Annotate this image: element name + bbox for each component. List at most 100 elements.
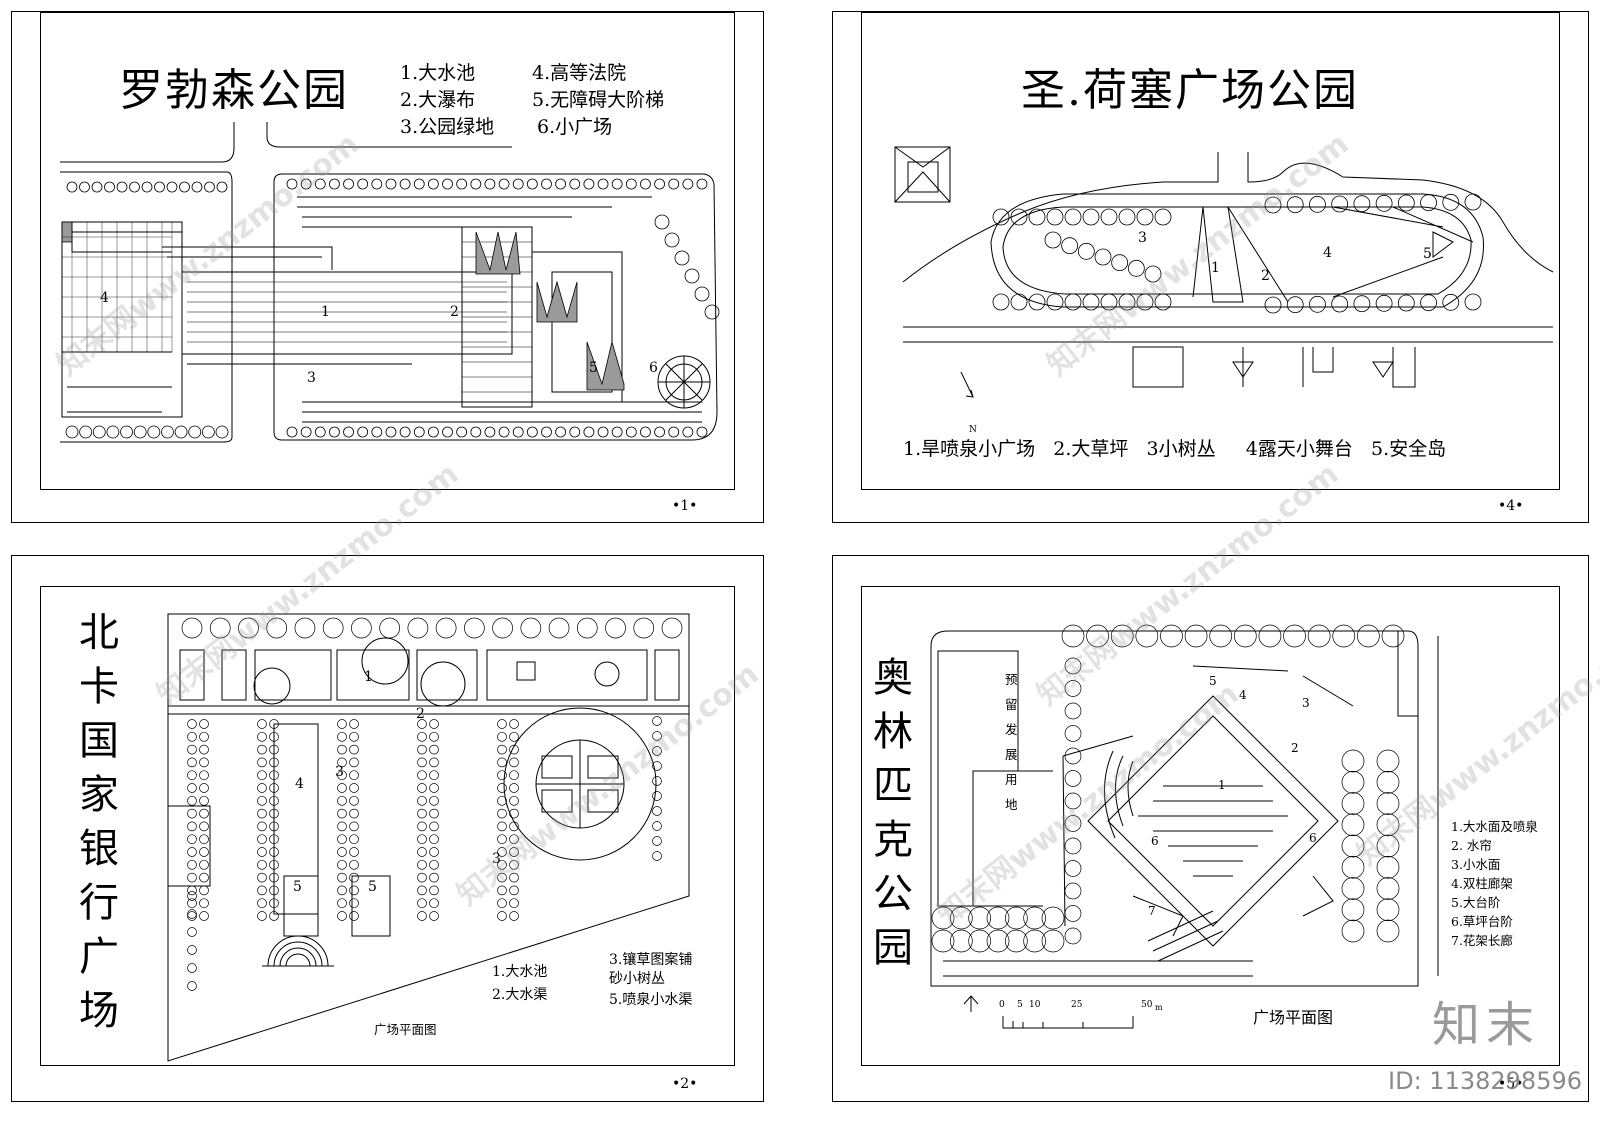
tree-symbol xyxy=(1064,770,1082,787)
tree-symbol xyxy=(931,929,955,953)
page-number: •5• xyxy=(1498,1076,1524,1092)
tree-symbol xyxy=(949,929,973,953)
tree-symbol xyxy=(269,795,279,806)
tree-symbol xyxy=(435,617,457,639)
map-label: 5 xyxy=(589,360,598,376)
tree-symbol xyxy=(1135,624,1159,648)
tree-symbol xyxy=(187,963,197,973)
tree-symbol xyxy=(1046,208,1064,226)
tree-symbol xyxy=(371,178,383,190)
tree-symbol xyxy=(92,425,106,439)
page-number: •4• xyxy=(1498,498,1524,514)
legend-item: 5.喷泉小水渠 xyxy=(609,992,693,1008)
tree-symbol xyxy=(541,426,552,438)
tree-symbol xyxy=(187,821,197,832)
tree-symbol xyxy=(654,426,665,438)
tree-symbol xyxy=(269,859,279,870)
tree-symbol xyxy=(417,885,427,896)
tree-symbol xyxy=(204,181,215,193)
tree-symbol xyxy=(349,885,359,896)
tree-symbol xyxy=(497,885,507,896)
tree-symbol xyxy=(417,821,427,832)
tree-symbol xyxy=(337,757,347,768)
reserved-char: 预 xyxy=(1005,672,1018,687)
tree-symbol xyxy=(417,731,427,742)
tree-symbol xyxy=(427,426,439,438)
tree-symbol xyxy=(1464,193,1482,211)
tree-symbol xyxy=(1341,813,1365,837)
map-label: 4 xyxy=(1323,245,1332,261)
tree-symbol xyxy=(497,821,507,832)
tree-symbol xyxy=(357,178,369,190)
tree-symbol xyxy=(429,911,439,921)
tree-symbol xyxy=(1077,242,1095,260)
tree-symbol xyxy=(470,426,482,438)
tree-symbol xyxy=(597,426,609,438)
tree-symbol xyxy=(269,719,279,729)
tree-symbol xyxy=(654,178,665,190)
tree-symbol xyxy=(1082,208,1100,226)
tree-symbol xyxy=(548,617,570,639)
map-label: 3 xyxy=(1138,230,1147,246)
tree-symbol xyxy=(199,795,209,806)
tree-symbol xyxy=(429,885,439,896)
site-plan-olympic xyxy=(930,624,1439,1029)
tree-symbol xyxy=(1376,813,1400,837)
tree-symbol xyxy=(266,617,288,639)
tree-symbol xyxy=(187,808,197,819)
legend-item: 6.草坪台阶 xyxy=(1451,914,1513,929)
tree-symbol xyxy=(456,426,468,438)
tree-symbol xyxy=(1061,237,1079,255)
tree-symbol xyxy=(1111,254,1129,272)
tree-symbol xyxy=(1004,929,1028,953)
tree-symbol xyxy=(329,178,340,190)
tree-symbol xyxy=(337,885,347,896)
tree-symbol xyxy=(1064,725,1082,742)
tree-symbol xyxy=(992,293,1010,311)
tree-symbol xyxy=(1331,295,1349,313)
tree-symbol xyxy=(257,885,267,896)
tree-symbol xyxy=(583,178,595,190)
tree-symbol xyxy=(1376,898,1400,922)
tree-symbol xyxy=(429,783,439,793)
tree-symbol xyxy=(569,426,581,438)
tree-symbol xyxy=(187,872,197,883)
tree-symbol xyxy=(1064,702,1082,720)
tree-symbol xyxy=(497,731,507,742)
watermark-id: ID: 1138298596 xyxy=(1388,1067,1582,1095)
tree-symbol xyxy=(1442,293,1460,311)
tree-symbol xyxy=(104,181,115,193)
tree-symbol xyxy=(257,795,267,806)
map-label: 4 xyxy=(100,290,109,306)
tree-symbol xyxy=(351,617,372,639)
map-label: 3 xyxy=(307,370,316,386)
tree-symbol xyxy=(1028,208,1046,226)
legend-item: 2. 水帘 xyxy=(1451,838,1492,853)
caption: 广场平面图 xyxy=(374,1022,437,1037)
tree-symbol xyxy=(154,181,165,193)
tree-symbol xyxy=(199,783,209,793)
map-label: 2 xyxy=(416,706,425,722)
drawing-frame xyxy=(861,12,1560,490)
tree-symbol xyxy=(187,891,197,901)
tree-symbol xyxy=(417,744,427,755)
tree-symbol xyxy=(337,731,347,742)
tree-symbol xyxy=(1341,919,1365,943)
tree-symbol xyxy=(349,783,359,793)
tree-symbol xyxy=(509,911,519,921)
tree-symbol xyxy=(633,617,655,639)
reserved-char: 发 xyxy=(1005,722,1018,737)
tree-symbol xyxy=(652,836,662,846)
tree-symbol xyxy=(1376,877,1400,900)
tree-symbol xyxy=(187,757,197,768)
tree-symbol xyxy=(399,426,411,438)
tree-symbol xyxy=(509,783,519,793)
tree-symbol xyxy=(497,872,507,883)
tree-symbol xyxy=(1464,293,1482,311)
tree-symbol xyxy=(417,911,427,921)
tree-symbol xyxy=(1376,792,1400,815)
tree-symbol xyxy=(429,821,439,832)
tree-symbol xyxy=(65,425,79,439)
legend-item: 3.公园绿地 xyxy=(400,116,495,138)
watermark-logo: 知末 xyxy=(1431,997,1540,1053)
